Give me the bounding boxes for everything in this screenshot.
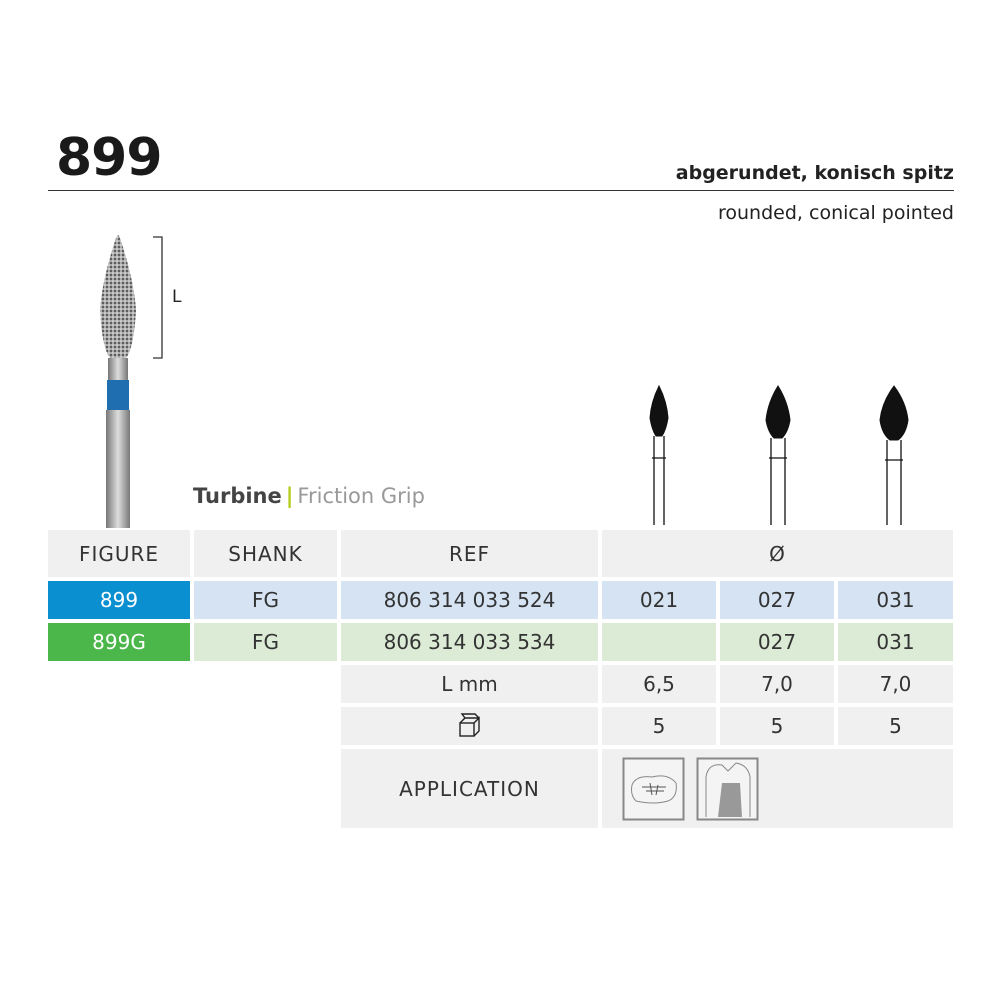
ref-899: 806 314 033 524 bbox=[341, 581, 598, 619]
pack-label bbox=[341, 707, 598, 745]
header-figure: FIGURE bbox=[48, 530, 190, 577]
length-label: L bbox=[172, 287, 182, 307]
bur-image bbox=[100, 235, 136, 528]
description-english: rounded, conical pointed bbox=[718, 202, 954, 224]
pack-2: 5 bbox=[720, 707, 834, 745]
description-german: abgerundet, konisch spitz bbox=[675, 162, 954, 184]
bur-silhouettes bbox=[649, 384, 909, 525]
lmm-label: L mm bbox=[341, 665, 598, 703]
package-icon bbox=[458, 713, 480, 737]
header-shank: SHANK bbox=[194, 530, 337, 577]
figure-899g: 899G bbox=[48, 623, 190, 661]
ref-899g: 806 314 033 534 bbox=[341, 623, 598, 661]
separator: | bbox=[285, 484, 294, 508]
silhouette-027 bbox=[765, 385, 791, 439]
diameter-899g-3: 031 bbox=[838, 623, 953, 661]
line-friction-grip: Friction Grip bbox=[297, 484, 425, 508]
lmm-3: 7,0 bbox=[838, 665, 953, 703]
silhouette-021 bbox=[649, 384, 669, 437]
diameter-899-1: 021 bbox=[602, 581, 716, 619]
title-rule bbox=[48, 190, 954, 191]
header-diameter: Ø bbox=[602, 530, 953, 577]
pack-3: 5 bbox=[838, 707, 953, 745]
lmm-1: 6,5 bbox=[602, 665, 716, 703]
product-number: 899 bbox=[56, 128, 163, 188]
diameter-899g-1 bbox=[602, 623, 716, 661]
line-turbine: Turbine bbox=[193, 484, 282, 508]
silhouette-031 bbox=[879, 385, 909, 441]
lmm-2: 7,0 bbox=[720, 665, 834, 703]
product-line: Turbine|Friction Grip bbox=[193, 484, 425, 508]
shank-899: FG bbox=[194, 581, 337, 619]
application-label: APPLICATION bbox=[341, 749, 598, 828]
crown-preparation-icon bbox=[696, 757, 759, 820]
diameter-899-3: 031 bbox=[838, 581, 953, 619]
occlusal-cavity-icon bbox=[622, 757, 685, 820]
header-ref: REF bbox=[341, 530, 598, 577]
diameter-899-2: 027 bbox=[720, 581, 834, 619]
diameter-899g-2: 027 bbox=[720, 623, 834, 661]
shank-899g: FG bbox=[194, 623, 337, 661]
pack-1: 5 bbox=[602, 707, 716, 745]
application-icons bbox=[602, 749, 953, 828]
figure-899: 899 bbox=[48, 581, 190, 619]
length-bracket bbox=[153, 236, 163, 359]
